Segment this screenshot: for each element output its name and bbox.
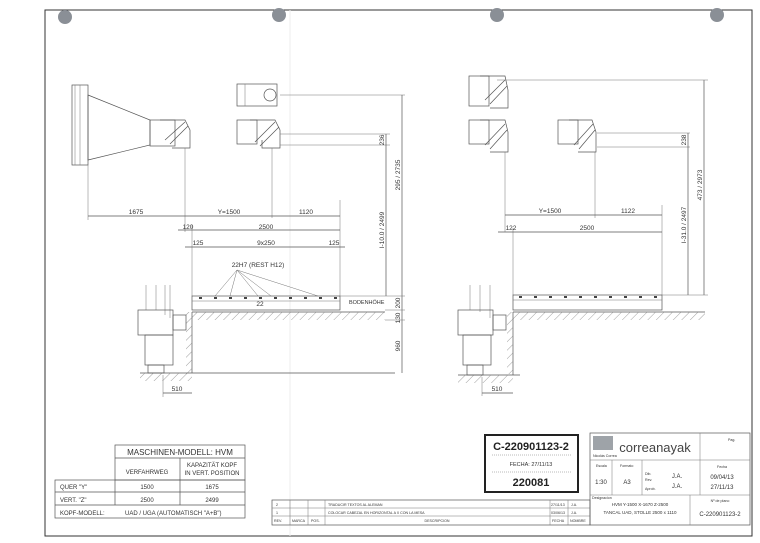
dim-960: 960 <box>395 340 402 351</box>
row-z-capacity: 2499 <box>205 498 219 504</box>
dim-total-height-right: 473 / 2973 <box>697 169 704 200</box>
dim-1122: 1122 <box>621 208 635 215</box>
dim-2500: 2500 <box>259 224 274 231</box>
machine-column-right <box>457 285 507 376</box>
stamp-date: FECHA: 27/11/13 <box>510 462 553 468</box>
col-capacity-1: KAPAZITÄT KOPF <box>187 462 237 469</box>
approved-label: Aprob. <box>645 487 656 491</box>
dim-1675: 1675 <box>129 209 144 216</box>
dim-1120: 1120 <box>299 209 313 216</box>
dim-z-stroke-right: I-31.0 / 2497 <box>681 206 688 243</box>
rev-1-description: COLOCAR CABEZAL EN HORIZONTAL A X CON LA… <box>328 511 425 515</box>
company-name: correanayak <box>619 440 691 455</box>
head-top <box>468 75 509 109</box>
dim-22: 22 <box>256 301 264 308</box>
designation-label: Designacion <box>592 496 612 500</box>
drawn-label: Dib. <box>645 472 651 476</box>
head-side-left <box>468 119 509 153</box>
rev-2-description: TRADUCIR TEXTOS AL ALEMAN <box>328 503 383 507</box>
format-value: A3 <box>623 480 631 486</box>
head-side-right <box>557 119 597 153</box>
stamp-code: C-220901123-2 <box>493 441 569 453</box>
row-y-travel: 1500 <box>140 485 154 491</box>
plan-number-label: Nº de plano <box>711 499 730 503</box>
dim-125-left: 125 <box>193 240 204 247</box>
designation-line-1: HVM Y-1500 X-1670 Z-2500 <box>612 502 669 507</box>
rev-1-number: 1 <box>276 511 278 515</box>
format-label: Formato <box>620 464 633 468</box>
dim-y1500: Y=1500 <box>218 209 241 216</box>
company-subname: Nicolás Correa <box>593 454 617 458</box>
sheet-border <box>44 9 753 537</box>
dim-120: 120 <box>183 224 194 231</box>
machine-column <box>137 285 187 374</box>
stamp-number: 220081 <box>513 477 550 489</box>
dim-200: 200 <box>395 297 402 308</box>
left-view: 1675 Y=1500 1120 120 2500 125 9x250 125 … <box>71 83 405 397</box>
machine-table <box>191 295 341 311</box>
dim-510-right: 510 <box>492 386 503 393</box>
model-table-title: MASCHINEN-MODELL: HVM <box>127 448 233 457</box>
vertical-head-side <box>236 119 281 149</box>
dim-510: 510 <box>172 386 183 393</box>
model-table: MASCHINEN-MODELL: HVM VERFAHRWEG KAPAZIT… <box>54 444 246 519</box>
row-y-capacity: 1675 <box>205 485 219 491</box>
scale-label: Escala <box>596 464 607 468</box>
col-capacity-2: IN VERT. POSITION <box>185 471 240 477</box>
date-drawn: 09/04/13 <box>710 475 734 481</box>
drawing-stamp: C-220901123-2 FECHA: 27/11/13 220081 <box>484 434 579 493</box>
dim-total-height: 295 / 2735 <box>395 159 402 190</box>
date-label: Fecha <box>717 465 727 469</box>
row-z-label: VERT. "Z" <box>60 498 87 504</box>
horizontal-head-drawing <box>71 84 191 166</box>
head-model-label: KOPF-MODELL: <box>60 511 105 517</box>
dim-122: 122 <box>506 225 517 232</box>
dim-z-stroke: I-10.0 / 2499 <box>379 211 386 248</box>
header-rev: REV. <box>274 519 282 523</box>
vertical-head-top <box>236 83 278 107</box>
scale-value: 1:30 <box>595 480 607 486</box>
date-revised: 27/11/13 <box>711 485 735 491</box>
right-view: Y=1500 1122 122 2500 510 238 <box>457 75 708 396</box>
col-travel: VERFAHRWEG <box>126 470 169 476</box>
t-slots <box>199 297 337 299</box>
floor-level-label: BODENHÖHE <box>349 299 385 306</box>
rev-2-date: 27/11/13 <box>551 503 565 507</box>
header-description: DESCRIPCION <box>425 519 450 523</box>
row-y-label: QUER "Y" <box>60 485 87 491</box>
dim-2500-right: 2500 <box>580 225 595 232</box>
page-label: Pag. <box>728 438 735 442</box>
binder-holes <box>58 8 724 24</box>
rev-1-date: 03/06/13 <box>551 511 565 515</box>
header-date: FECHA <box>552 519 565 523</box>
plan-number: C-220901123-2 <box>699 512 741 518</box>
company-logo <box>593 436 613 450</box>
rev-2-number: 2 <box>276 503 278 507</box>
dim-236: 236 <box>379 134 386 145</box>
row-z-travel: 2500 <box>140 498 154 504</box>
dim-y1500-right: Y=1500 <box>539 208 562 215</box>
title-block: Nicolás Correa correanayak Pag. Escala 1… <box>589 432 751 526</box>
designation-line-2: TANCAL UAD, STOLLE 2500 x 1110 <box>603 510 677 515</box>
revision-table: 2 TRADUCIR TEXTOS AL ALEMAN 27/11/13 J.A… <box>271 499 591 526</box>
header-name: NOMBRE <box>570 519 586 523</box>
dim-9x250: 9x250 <box>257 240 275 247</box>
dim-238: 238 <box>681 134 688 145</box>
dim-130: 130 <box>395 312 402 323</box>
slot-leaders <box>214 269 319 297</box>
header-mark: MARCA <box>292 519 306 523</box>
head-model-value: UAD / UGA (AUTOMATISCH "A+B") <box>125 511 222 517</box>
header-pos: POS. <box>311 519 320 523</box>
rev-1-name: J.A. <box>571 511 577 515</box>
drawn-by: J.A. <box>672 474 683 480</box>
machine-table-right <box>512 294 663 311</box>
slot-label: 22H7 (REST H12) <box>232 262 285 269</box>
dim-125-right: 125 <box>329 240 340 247</box>
revised-label: Rev. <box>645 478 652 482</box>
revised-by: J.A. <box>672 484 683 490</box>
rev-2-name: J.A. <box>571 503 577 507</box>
